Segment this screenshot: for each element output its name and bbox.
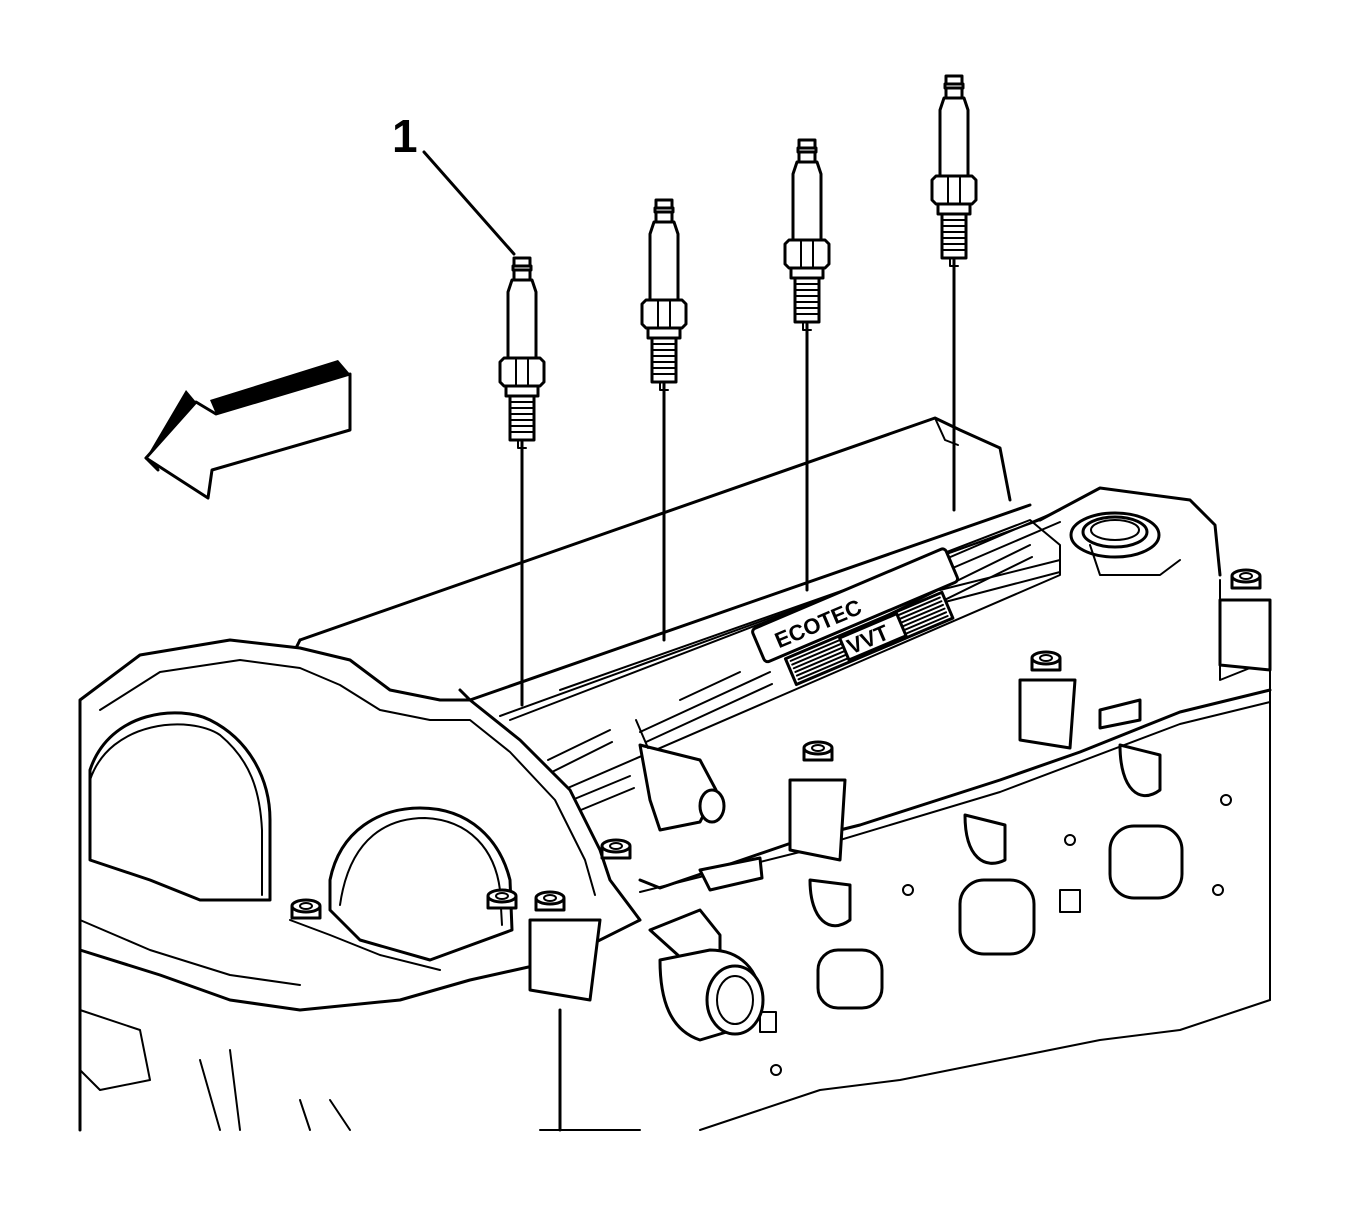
bolt-icon [1030, 650, 1062, 672]
bolt-icon [486, 888, 518, 910]
spark-plug-icon [640, 198, 688, 392]
bolt-icon [802, 740, 834, 762]
bolt-icon [600, 838, 632, 860]
bolt-icon [1230, 568, 1262, 590]
callout-1: 1 [392, 110, 516, 256]
callout-label: 1 [392, 110, 418, 162]
head-exhaust-face [78, 579, 1272, 1132]
spark-plug-1 [498, 256, 546, 707]
cover-logo-plate: ECOTEC VVT [751, 547, 960, 687]
oil-filler-neck [1069, 511, 1181, 576]
spark-plug-icon [498, 256, 546, 450]
bolt-icon [534, 890, 566, 912]
spark-plug-icon [930, 74, 978, 268]
head-bolt-bosses [528, 598, 1272, 1002]
spark-plug-3 [783, 138, 831, 592]
cam-cover-front [78, 638, 642, 1012]
coolant-outlet [648, 908, 765, 1042]
bolt-icon [290, 898, 322, 920]
spark-plug-2 [640, 198, 688, 642]
spark-plug-4 [930, 74, 978, 512]
front-direction-arrow-icon [144, 360, 352, 500]
callout-leader-line [422, 150, 516, 256]
cylinder-head: ECOTEC VVT [78, 416, 1272, 1132]
pcv-fitting [635, 719, 726, 832]
spark-plug-icon [783, 138, 831, 332]
spark-plugs [498, 74, 978, 707]
